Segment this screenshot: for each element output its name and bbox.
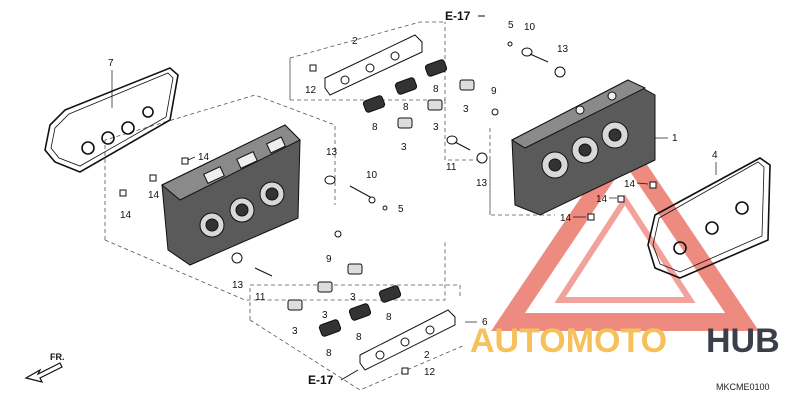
callout-number: 5 [508,20,514,31]
fasteners [119,41,657,375]
callout-number: 14 [624,179,636,190]
direction-label: FR. [50,352,65,362]
watermark-left-text: AUTOMOTO [470,322,667,360]
callout-number: 9 [491,86,497,97]
callouts-right: 4 14 14 14 [560,150,718,224]
watermark-triangle [491,131,759,331]
gasket-4 [647,157,771,279]
callout-number: 10 [524,22,536,33]
callout-number: 9 [326,254,332,265]
callout-number: 14 [560,213,572,224]
gasket-7 [44,67,179,173]
callout-number: 7 [108,58,114,69]
callout-number: 3 [463,104,469,115]
callout-number: 8 [403,102,409,113]
callout-number: 3 [322,310,328,321]
callout-number: 8 [386,312,392,323]
callout-number: 13 [326,147,338,158]
callouts-lower: 3 3 3 8 8 8 6 2 12 [292,292,488,378]
callouts-upper: 2 5 10 13 12 8 8 8 3 3 3 9 1 11 13 [305,20,678,189]
callout-number: 13 [232,280,244,291]
ref-label-top: E-17 [445,9,471,23]
callout-number: 14 [148,190,160,201]
callout-number: 5 [398,204,404,215]
callout-number: 14 [120,210,132,221]
ref-label-bottom: E-17 [308,373,334,387]
callout-number: 8 [356,332,362,343]
watermark-right-text: HUB [706,322,780,360]
callout-number: 13 [557,44,569,55]
left-valve-cover [161,124,301,266]
callout-number: 8 [433,84,439,95]
callout-number: 8 [372,122,378,133]
leader-lines [111,70,717,323]
callout-number: 1 [672,133,678,144]
callout-number: 3 [433,122,439,133]
callout-number: 8 [326,348,332,359]
callout-number: 11 [446,162,457,173]
callout-number: 12 [424,367,436,378]
watermark [491,131,759,331]
callout-number: 12 [305,85,317,96]
watermark-text: AUTOMOTO HUB [470,322,780,360]
callout-number: 10 [366,170,378,181]
callout-number: 6 [482,317,488,328]
front-direction-arrow: FR. [24,352,65,383]
upper-rail [324,34,423,96]
part-code: MKCME0100 [716,382,770,392]
callout-number: 13 [476,178,488,189]
callout-number: 2 [352,36,358,47]
callout-number: 4 [712,150,718,161]
callouts-left: 7 14 14 14 13 10 5 9 13 11 [108,58,404,303]
callout-number: 3 [401,142,407,153]
callout-number: 2 [424,350,430,361]
callout-number: 3 [292,326,298,337]
lower-rail [359,309,456,371]
callout-number: 11 [255,292,266,303]
callout-number: 14 [198,152,210,163]
seal-parts [318,59,448,337]
callout-number: 3 [350,292,356,303]
right-valve-cover [510,79,656,216]
callout-number: 14 [596,194,608,205]
clip-parts [287,79,475,311]
